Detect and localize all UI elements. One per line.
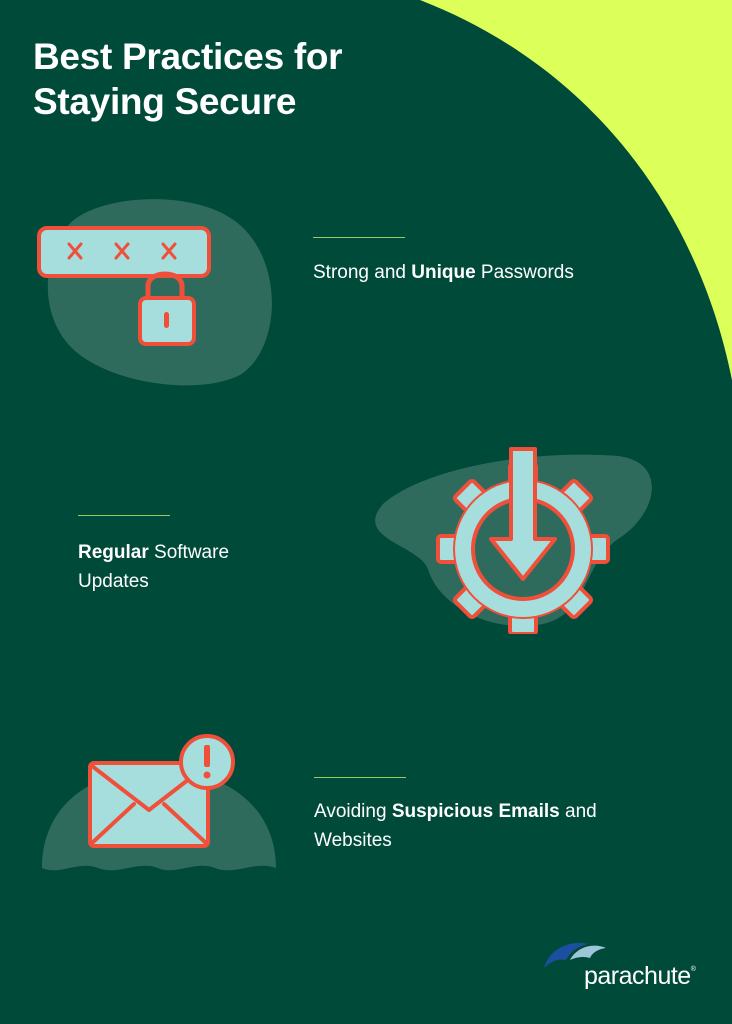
page-title: Best Practices for Staying Secure — [33, 34, 453, 124]
item-emails-text: Avoiding Suspicious Emails and Websites — [314, 801, 597, 851]
password-lock-icon — [37, 199, 272, 386]
lock-shackle-shape — [145, 271, 185, 298]
parachute-wordmark: parachute® — [584, 962, 696, 990]
item-passwords-emphasis: Unique — [411, 262, 476, 283]
title-line-2: Staying Secure — [33, 81, 297, 122]
download-arrow-shape — [489, 447, 557, 581]
lime-corner-shape — [420, 0, 732, 380]
update-gear-icon — [375, 447, 652, 634]
divider-rule-3 — [314, 777, 406, 778]
item-emails-emphasis: Suspicious Emails — [391, 801, 560, 822]
parachute-logo-icon — [544, 943, 606, 968]
parachute-logo: parachute® — [540, 938, 710, 1000]
title-line-1: Best Practices for — [33, 36, 343, 77]
divider-rule-2 — [78, 515, 170, 516]
divider-rule-1 — [313, 237, 405, 238]
suspicious-email-icon — [42, 734, 276, 871]
item-updates-emphasis: Regular — [78, 542, 149, 563]
item-updates-text: Regular Software Updates — [78, 542, 230, 592]
item-passwords-text: Strong and Unique Passwords — [313, 262, 574, 283]
envelope-shape — [88, 761, 210, 848]
